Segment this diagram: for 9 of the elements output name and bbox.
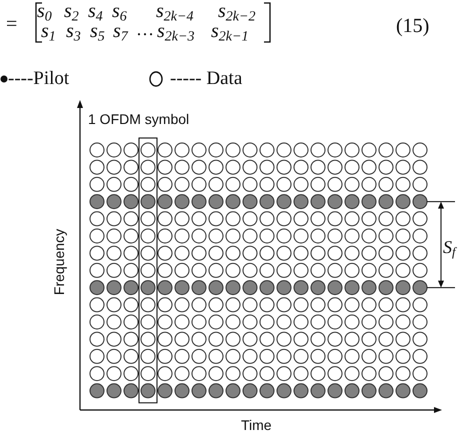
legend-text: ----Pilot bbox=[8, 68, 70, 90]
label-text: (15) bbox=[396, 16, 430, 36]
label-text: … bbox=[136, 20, 154, 38]
label-text: Frequency bbox=[52, 228, 66, 296]
label-text: Time bbox=[241, 418, 272, 432]
label-text: 1 OFDM symbol bbox=[88, 112, 190, 126]
label-text: S$_{f}$ bbox=[443, 238, 456, 259]
label-text: = bbox=[6, 14, 18, 34]
legend-text: ----- Data bbox=[170, 68, 242, 90]
